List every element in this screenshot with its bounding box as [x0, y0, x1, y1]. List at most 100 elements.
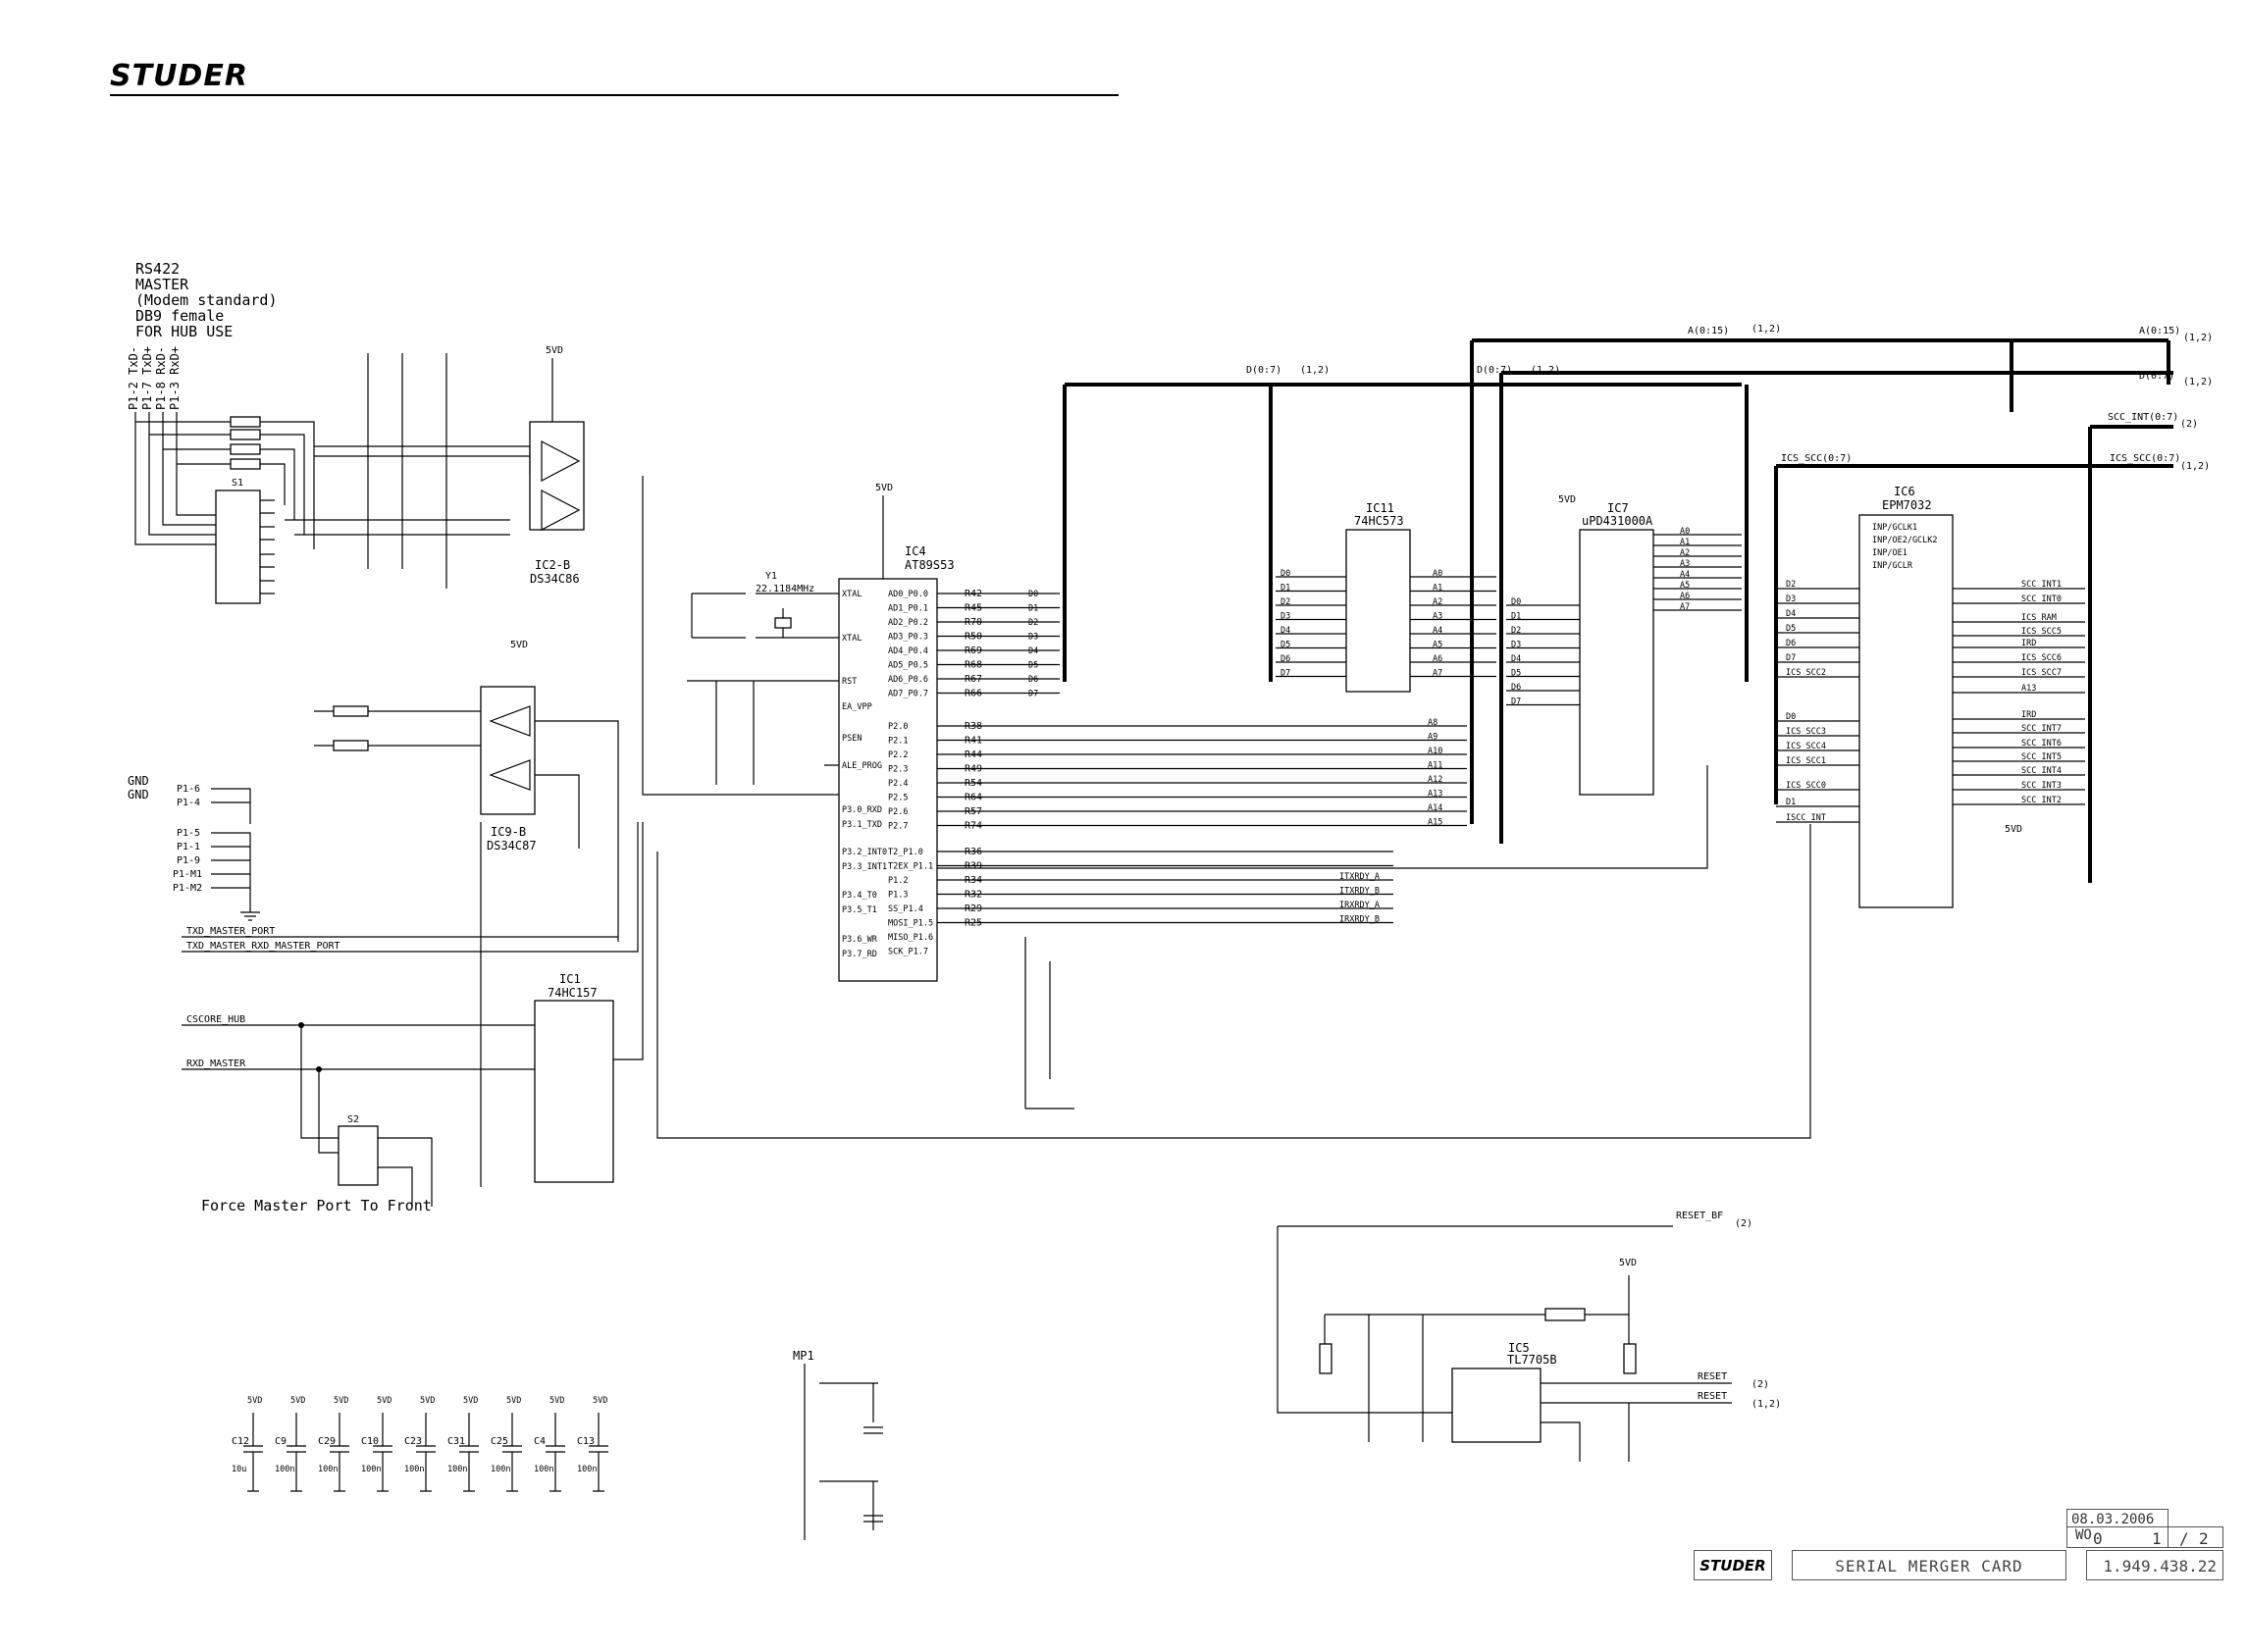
ic4-pin-right: AD7_P0.7 [888, 690, 928, 699]
ic11-a: A2 [1433, 597, 1442, 607]
pin-label: P1-7 TxD+ [140, 346, 154, 410]
cap-value: 100n [447, 1465, 467, 1474]
tb-initials: WO [2075, 1527, 2092, 1543]
tb-date: 08.03.2006 [2071, 1512, 2155, 1527]
ic11-body [1345, 529, 1411, 693]
ic4-pin-left: EA_VPP [842, 702, 872, 712]
d-bus-label: D(0:7) [1477, 365, 1512, 376]
ic4-right-pins: AD0_P0.0AD1_P0.1AD2_P0.2AD3_P0.3AD4_P0.4… [888, 590, 933, 957]
ic4-pin-left: P3.6_WR [842, 935, 878, 945]
p1-signal: ITXRDY_A [1339, 872, 1380, 882]
cap-supply: 5VD [463, 1396, 478, 1406]
ic7-a: A1 [1680, 538, 1690, 547]
ic4-pin-right: AD1_P0.1 [888, 604, 928, 614]
cap-ref: C4 [534, 1436, 546, 1447]
ic6-body [1858, 514, 1954, 908]
ic7-a: A6 [1680, 592, 1690, 601]
resistor-r47 [1544, 1308, 1586, 1321]
resistor-label: R29 [965, 903, 982, 914]
reset-bf-ref: (2) [1735, 1218, 1752, 1229]
ic6-name: IC6 [1894, 485, 1915, 498]
ic6-left: D3 [1786, 594, 1796, 604]
ic4-pin-right: T2_P1.0 [888, 848, 923, 857]
resistor-label: R74 [965, 821, 982, 832]
pin-label: P1-2 TxD- [127, 346, 140, 410]
resistor-label: R68 [965, 660, 982, 671]
ic1-name: IC1 [559, 972, 581, 986]
switch-caption: Force Master Port To Front [201, 1197, 432, 1214]
d-bus-ref: (1,2) [2183, 377, 2213, 387]
resistor-label: R41 [965, 736, 982, 747]
a-signal: A8 [1428, 718, 1437, 728]
switch-s2-body [338, 1125, 379, 1186]
ic6-right: SCC_INT1 [2021, 580, 2062, 590]
ic7-d: D7 [1511, 697, 1521, 707]
ic9b-name: IC9-B [491, 825, 526, 839]
ic9b-part: DS34C87 [487, 839, 537, 852]
resistor-label: R69 [965, 645, 982, 656]
ic11-name: IC11 [1366, 501, 1394, 515]
ic6-left: D7 [1786, 653, 1796, 663]
gnd-pin: P1-6 [177, 784, 200, 795]
tb-rev-cell: 0 1 / 2 [2066, 1526, 2223, 1548]
gnd-pin: P1-4 [177, 798, 200, 808]
ic5-name: IC5 [1508, 1341, 1530, 1355]
reset-ref: (2) [1751, 1379, 1769, 1390]
ic6-top: INP/OE2/GCLK2 [1872, 536, 1938, 545]
tb-date-cell: 08.03.2006 WO [2066, 1509, 2169, 1548]
cap-value: 100n [275, 1465, 294, 1474]
ic4-pin-left: P3.0_RXD [842, 805, 882, 815]
ic4-name: IC4 [905, 544, 926, 558]
cap-ref: C31 [447, 1436, 465, 1447]
cap-supply: 5VD [377, 1396, 392, 1406]
ic4-pin-left: P3.5_T1 [842, 905, 877, 915]
connector-line: RS422 [135, 260, 181, 278]
ic6-pins: INP/GCLK1INP/OE2/GCLK2INP/OE1INP/GCLRD2D… [1776, 523, 2085, 823]
d-signal: D7 [1028, 690, 1038, 699]
a-signal: A15 [1428, 818, 1442, 828]
resistor-label: R25 [965, 918, 982, 929]
supply-label: 5VD [1619, 1258, 1637, 1268]
ic7-d: D0 [1511, 597, 1521, 607]
ic7-a: A0 [1680, 527, 1690, 537]
ic11-d: D1 [1280, 584, 1290, 594]
ic6-top: INP/GCLR [1872, 561, 1913, 571]
crystal-ref: Y1 [765, 571, 777, 582]
resistor-label: R34 [965, 875, 982, 886]
ic11-a: A7 [1433, 669, 1442, 679]
resistor-label: R49 [965, 764, 982, 775]
ic2b: IC2-B DS34C86 5VD [529, 345, 585, 586]
ic11-d: D7 [1280, 669, 1290, 679]
resistor-label: R57 [965, 806, 982, 817]
ic11-d: D0 [1280, 569, 1290, 579]
gnd-pin: P1-M2 [173, 883, 202, 894]
supply-label: 5VD [2005, 824, 2022, 835]
ic6-right: IRD [2021, 639, 2036, 648]
ic4-pin-right: AD2_P0.2 [888, 618, 928, 628]
a-bus-ref: (1,2) [1751, 324, 1781, 335]
tb-index: 0 [2093, 1529, 2103, 1548]
cap-value: 100n [404, 1465, 424, 1474]
tb-drawing-number: 1.949.438.22 [2086, 1550, 2223, 1580]
a-signal: A14 [1428, 803, 1442, 813]
ic7-a: A4 [1680, 570, 1690, 580]
tb-title: SERIAL MERGER CARD [1792, 1550, 2066, 1580]
cap-symbol [330, 1413, 349, 1492]
resistor-label: R64 [965, 793, 982, 803]
ic6-right: A13 [2021, 684, 2036, 694]
ic6-right: SCC_INT4 [2021, 766, 2062, 776]
buses: A(0:15) (1,2) A(0:15) (1,2) D(0:7) (1,2)… [1063, 324, 2213, 883]
d-signal: D0 [1028, 590, 1038, 599]
ic7-d: D5 [1511, 669, 1521, 679]
cap-supply: 5VD [290, 1396, 305, 1406]
gnd-block: GND GND P1-6 P1-4 P1-5 P1-1 P1-9 P1-M1 P… [128, 774, 260, 921]
ic4-part: AT89S53 [905, 558, 955, 572]
ic7-d: D6 [1511, 683, 1521, 693]
ic6-right: SCC_INT5 [2021, 752, 2062, 762]
ic6-right: SCC_INT6 [2021, 739, 2062, 749]
a-signal: A9 [1428, 733, 1437, 743]
d-signal: D5 [1028, 661, 1038, 671]
d-bus-ref: (1,2) [1531, 365, 1560, 376]
gnd-pin: P1-9 [177, 855, 200, 866]
ic4-pin-right: T2EX_P1.1 [888, 862, 933, 872]
